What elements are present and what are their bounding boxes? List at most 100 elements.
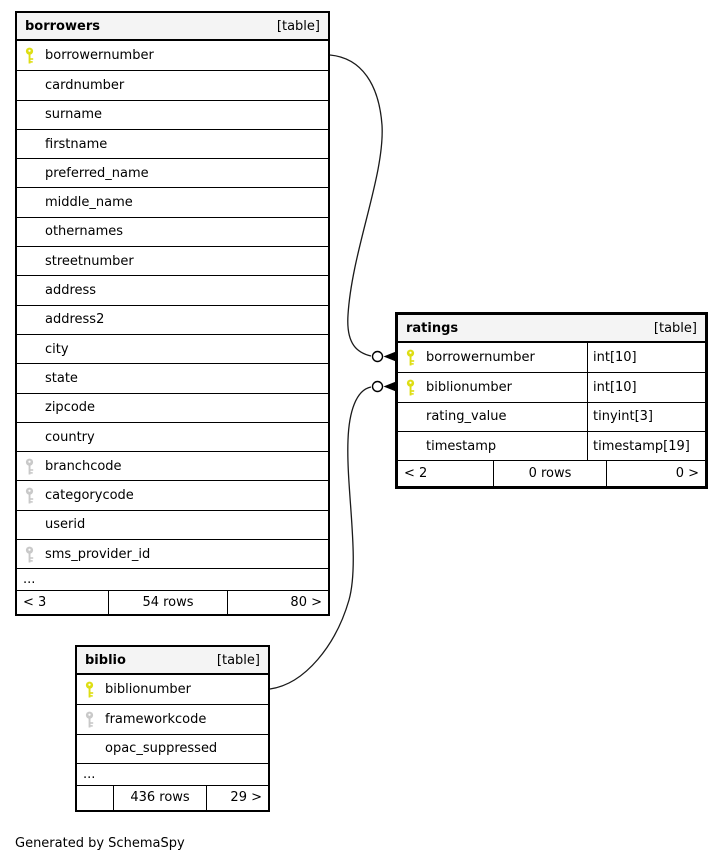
no-key-spacer	[24, 253, 35, 270]
table-borrowers-header[interactable]: borrowers [table]	[17, 13, 328, 41]
column-name-cell: othernames	[17, 218, 328, 246]
column-row-firstname[interactable]: firstname	[17, 128, 328, 158]
table-borrowers-columns: borrowernumber cardnumber surname firstname…	[17, 41, 328, 568]
column-name-cell: zipcode	[17, 394, 328, 422]
no-key-spacer	[24, 223, 35, 240]
column-row-zipcode[interactable]: zipcode	[17, 392, 328, 422]
primary-key-icon	[405, 379, 416, 396]
table-ratings-footer: < 2 0 rows 0 >	[398, 460, 705, 487]
table-type-badge: [table]	[276, 18, 320, 34]
column-name: streetnumber	[45, 253, 134, 269]
column-name-cell: address	[17, 276, 328, 304]
column-name: country	[45, 429, 95, 445]
table-borrowers-footer: < 3 54 rows 80 >	[17, 590, 328, 615]
related-in-count: < 3	[23, 595, 47, 611]
no-key-spacer	[24, 194, 35, 211]
column-type: tinyint[3]	[587, 402, 705, 431]
table-biblio-footer: 436 rows 29 >	[77, 784, 268, 810]
column-name: rating_value	[426, 409, 507, 425]
column-name: userid	[45, 517, 86, 533]
column-row-cardnumber[interactable]: cardnumber	[17, 70, 328, 99]
column-name: branchcode	[45, 458, 122, 474]
column-name-cell: biblionumber	[77, 675, 268, 704]
foreign-key-icon	[84, 711, 95, 728]
column-row-address[interactable]: address	[17, 275, 328, 304]
table-borrowers[interactable]: borrowers [table] borrowernumber cardnumb…	[15, 11, 330, 617]
column-name: categorycode	[45, 488, 134, 504]
column-name-cell: timestamp	[398, 432, 587, 460]
column-row-timestamp[interactable]: timestamp timestamp[19]	[398, 430, 705, 461]
column-row-userid[interactable]: userid	[17, 509, 328, 539]
row-count: 54 rows	[108, 591, 228, 615]
primary-key-icon	[24, 47, 35, 64]
table-biblio-header[interactable]: biblio [table]	[77, 647, 268, 675]
column-name: surname	[45, 107, 102, 123]
table-ratings-header[interactable]: ratings [table]	[398, 315, 705, 343]
column-row-preferred_name[interactable]: preferred_name	[17, 158, 328, 187]
hidden-columns-ellipsis: ...	[77, 762, 268, 785]
no-key-spacer	[24, 516, 35, 533]
column-row-middle_name[interactable]: middle_name	[17, 187, 328, 216]
no-key-spacer	[24, 77, 35, 94]
column-row-streetnumber[interactable]: streetnumber	[17, 246, 328, 275]
row-count: 0 rows	[493, 461, 607, 487]
column-name: city	[45, 341, 69, 357]
column-name: state	[45, 370, 78, 386]
primary-key-icon	[405, 349, 416, 366]
column-row-categorycode[interactable]: categorycode	[17, 480, 328, 509]
table-biblio[interactable]: biblio [table] biblionumber frameworkcode…	[75, 645, 270, 812]
column-row-city[interactable]: city	[17, 333, 328, 363]
column-name: sms_provider_id	[45, 546, 151, 562]
column-name-cell: middle_name	[17, 188, 328, 216]
column-name-cell: biblionumber	[398, 373, 587, 401]
column-name-cell: streetnumber	[17, 247, 328, 275]
column-name: cardnumber	[45, 77, 125, 93]
related-out-count: 80 >	[290, 595, 322, 611]
column-name: borrowernumber	[45, 48, 154, 64]
column-name: address	[45, 283, 97, 299]
no-key-spacer	[405, 408, 416, 425]
related-out-count: 29 >	[230, 790, 262, 806]
column-row-biblionumber[interactable]: biblionumber	[77, 675, 268, 704]
column-row-sms_provider_id[interactable]: sms_provider_id	[17, 539, 328, 568]
column-name-cell: branchcode	[17, 452, 328, 480]
column-name: timestamp	[426, 438, 497, 454]
table-type-badge: [table]	[216, 652, 260, 668]
column-row-address2[interactable]: address2	[17, 304, 328, 334]
no-key-spacer	[24, 282, 35, 299]
no-key-spacer	[24, 136, 35, 153]
foreign-key-icon	[24, 546, 35, 563]
no-key-spacer	[24, 399, 35, 416]
column-row-country[interactable]: country	[17, 421, 328, 451]
column-type: timestamp[19]	[587, 431, 705, 461]
column-row-branchcode[interactable]: branchcode	[17, 451, 328, 480]
column-row-surname[interactable]: surname	[17, 99, 328, 129]
column-row-borrowernumber[interactable]: borrowernumber	[17, 41, 328, 70]
column-name: opac_suppressed	[105, 741, 218, 757]
column-name-cell: state	[17, 364, 328, 392]
foreign-key-icon	[24, 458, 35, 475]
column-name: firstname	[45, 136, 108, 152]
column-row-rating_value[interactable]: rating_value tinyint[3]	[398, 401, 705, 431]
column-name: frameworkcode	[105, 711, 207, 727]
column-row-opac_suppressed[interactable]: opac_suppressed	[77, 733, 268, 763]
table-title: borrowers	[25, 18, 100, 34]
column-name-cell: firstname	[17, 130, 328, 158]
no-key-spacer	[24, 370, 35, 387]
column-name-cell: userid	[17, 511, 328, 539]
column-name-cell: borrowernumber	[398, 343, 587, 372]
no-key-spacer	[24, 341, 35, 358]
column-row-state[interactable]: state	[17, 363, 328, 392]
column-name-cell: city	[17, 335, 328, 363]
no-key-spacer	[24, 165, 35, 182]
column-row-frameworkcode[interactable]: frameworkcode	[77, 704, 268, 733]
column-name-cell: cardnumber	[17, 71, 328, 99]
table-title: ratings	[406, 320, 459, 336]
column-row-othernames[interactable]: othernames	[17, 216, 328, 246]
column-name: address2	[45, 312, 105, 328]
hidden-columns-ellipsis: ...	[17, 568, 328, 590]
no-key-spacer	[24, 429, 35, 446]
